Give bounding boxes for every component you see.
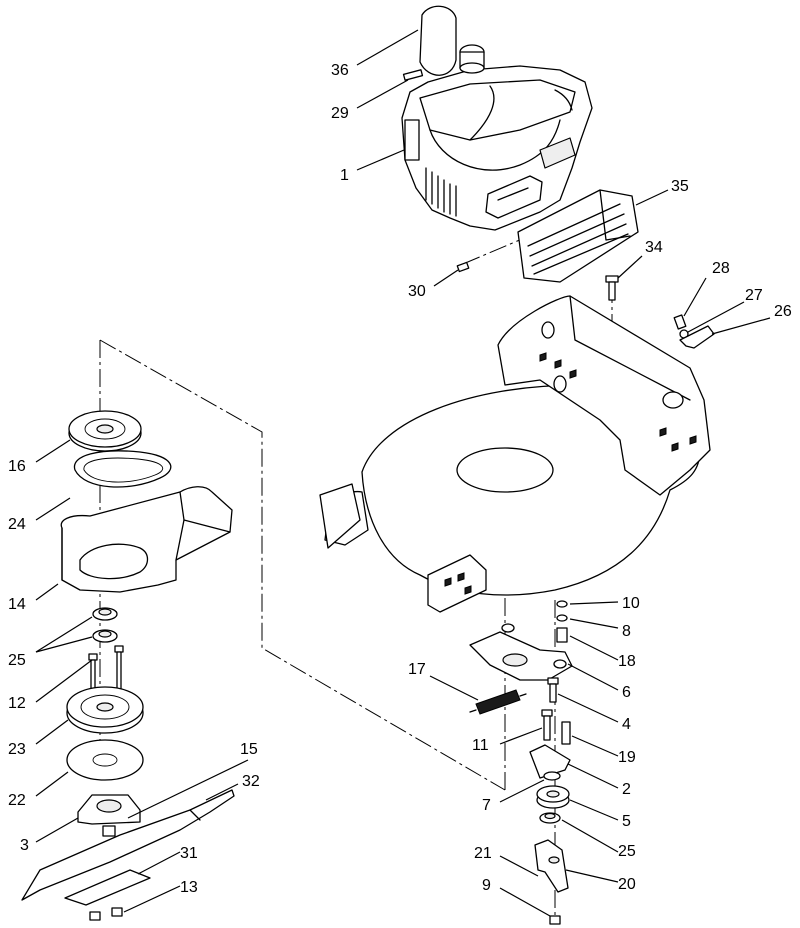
- bolt-part-4: [547, 677, 559, 703]
- callout-24: 24: [8, 516, 26, 533]
- callout-20: 20: [618, 876, 636, 893]
- callout-21: 21: [474, 845, 492, 862]
- callout-6: 6: [622, 684, 631, 701]
- callout-23: 23: [8, 741, 26, 758]
- callout-8: 8: [622, 623, 631, 640]
- callout-16: 16: [8, 458, 26, 475]
- callout-28: 28: [712, 260, 730, 277]
- fuel-cap-part-36: [419, 5, 457, 76]
- stud-part-19: [561, 721, 571, 745]
- bearings-part-25: [92, 607, 118, 643]
- callout-32: 32: [242, 773, 260, 790]
- nuts-part-13: [89, 907, 123, 921]
- bearing-part-25-right: [539, 812, 561, 824]
- pin-part-29: [402, 69, 424, 81]
- belt-part-24: [73, 450, 172, 488]
- engine: [401, 44, 593, 231]
- callout-34: 34: [645, 239, 663, 256]
- callout-14: 14: [8, 596, 26, 613]
- plate-part-31: [64, 869, 151, 906]
- callout-7: 7: [482, 797, 491, 814]
- callout-27: 27: [745, 287, 763, 304]
- spring-part-17: [469, 689, 527, 715]
- callout-3: 3: [20, 837, 29, 854]
- adapter-part-3: [77, 794, 141, 837]
- belt-cover-part-14: [60, 486, 233, 593]
- screw-part-30: [456, 261, 470, 273]
- mower-deck: [319, 295, 711, 613]
- spacer-part-5: [536, 785, 570, 809]
- callout-2: 2: [622, 781, 631, 798]
- disc-part-22: [66, 739, 144, 781]
- callout-19: 19: [618, 749, 636, 766]
- pulley-part-23: [66, 686, 144, 734]
- nut-part-9: [549, 915, 561, 925]
- washer-part-7: [543, 771, 561, 781]
- callout-36: 36: [331, 62, 349, 79]
- blade-part-32: [21, 789, 235, 901]
- callout-1: 1: [340, 167, 349, 184]
- callout-17: 17: [408, 661, 426, 678]
- callout-11: 11: [472, 737, 489, 754]
- callout-26: 26: [774, 303, 792, 320]
- hardware-parts-10-8-18: [556, 600, 568, 643]
- callout-4: 4: [622, 716, 631, 733]
- bracket-parts-26-28: [673, 314, 715, 349]
- callout-13: 13: [180, 879, 198, 896]
- callout-9: 9: [482, 877, 491, 894]
- bracket-part-20-21: [534, 839, 569, 893]
- callout-31: 31: [180, 845, 198, 862]
- callout-29: 29: [331, 105, 349, 122]
- callout-5: 5: [622, 813, 631, 830]
- bolt-part-11: [541, 709, 553, 741]
- bracket-part-2: [529, 744, 571, 779]
- bolt-part-34: [605, 275, 619, 301]
- callout-18: 18: [618, 653, 636, 670]
- pulley-part-16: [68, 410, 142, 452]
- callout-12: 12: [8, 695, 26, 712]
- leader-lines: [35, 29, 771, 917]
- callout-22: 22: [8, 792, 26, 809]
- callout-15: 15: [240, 741, 258, 758]
- callout-25-right: 25: [618, 843, 636, 860]
- muffler-guard-part-35: [517, 189, 639, 283]
- callout-25-left: 25: [8, 652, 26, 669]
- brake-arm-part-6: [469, 623, 573, 681]
- callout-labels: 36 29 1 35 30 34 28 27 26 16 24 14 25 12…: [8, 62, 792, 896]
- callout-30: 30: [408, 283, 426, 300]
- callout-10: 10: [622, 595, 640, 612]
- callout-35: 35: [671, 178, 689, 195]
